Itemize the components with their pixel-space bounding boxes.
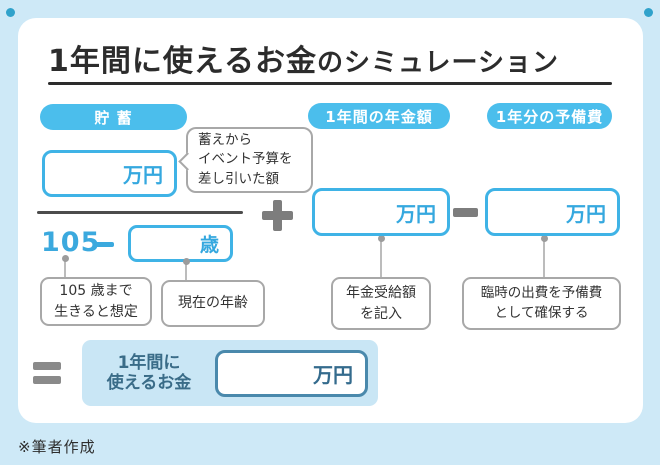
note-reserve: 臨時の出費を予備費 として確保する bbox=[462, 277, 621, 330]
author-credit: ※筆者作成 bbox=[18, 438, 96, 456]
result-label: 1年間に 使えるお金 bbox=[84, 348, 214, 398]
result-label-line-1: 1年間に bbox=[117, 352, 181, 373]
pill-savings: 貯 蓄 bbox=[40, 104, 187, 130]
bubble-line-1: 蓄えから bbox=[198, 131, 252, 148]
note-current-age: 現在の年齢 bbox=[161, 280, 265, 327]
savings-unit-label: 万円 bbox=[123, 163, 163, 187]
equals-operator-bottom bbox=[33, 376, 61, 384]
fraction-divider-line bbox=[37, 211, 243, 214]
note-reserve-line-1: 臨時の出費を予備費 bbox=[480, 284, 603, 301]
note-pension-line-1: 年金受給額 bbox=[346, 285, 416, 302]
pension-amount-field: 万円 bbox=[312, 188, 450, 236]
note-life-line-1: 105 歳まで bbox=[59, 283, 133, 300]
pill-pension: 1年間の年金額 bbox=[308, 103, 450, 129]
connector-life-expectancy bbox=[61, 255, 69, 278]
note-reserve-line-2: として確保する bbox=[494, 304, 589, 321]
note-age-text: 現在の年齢 bbox=[178, 295, 248, 312]
decor-dot-left bbox=[6, 8, 15, 17]
note-life-expectancy: 105 歳まで 生きると想定 bbox=[40, 277, 152, 326]
bubble-line-3: 差し引いた額 bbox=[198, 170, 279, 187]
minus-operator bbox=[453, 208, 478, 217]
title-underline bbox=[48, 82, 612, 85]
result-label-line-2: 使えるお金 bbox=[106, 373, 192, 393]
life-expectancy-value: 105 bbox=[41, 227, 101, 258]
page-title: 1年間に使えるお金のシミュレーション bbox=[48, 36, 614, 82]
result-amount-field: 万円 bbox=[215, 350, 368, 397]
savings-amount-field: 万円 bbox=[42, 150, 177, 197]
age-unit-label: 歳 bbox=[199, 234, 219, 256]
note-pension-line-2: を記入 bbox=[360, 305, 402, 322]
plus-operator-vertical bbox=[273, 200, 282, 231]
savings-bubble-note: 蓄えから イベント予算を 差し引いた額 bbox=[186, 127, 313, 193]
pension-unit-label: 万円 bbox=[396, 201, 436, 226]
page-title-main: 1年間に使えるお金 bbox=[48, 44, 317, 79]
pill-reserve: 1年分の予備費 bbox=[487, 103, 612, 129]
connector-current-age bbox=[182, 258, 190, 281]
result-unit-label: 万円 bbox=[313, 363, 353, 387]
current-age-field: 歳 bbox=[128, 225, 233, 262]
reserve-unit-label: 万円 bbox=[566, 201, 606, 226]
note-pension: 年金受給額 を記入 bbox=[331, 277, 431, 330]
decor-dot-right bbox=[644, 8, 653, 17]
connector-pension bbox=[377, 235, 385, 278]
minus-operator-blue bbox=[93, 242, 114, 247]
bubble-line-2: イベント予算を bbox=[198, 151, 293, 168]
reserve-amount-field: 万円 bbox=[485, 188, 620, 236]
equals-operator-top bbox=[33, 362, 61, 370]
page-title-suffix: のシミュレーション bbox=[316, 48, 559, 78]
note-life-line-2: 生きると想定 bbox=[54, 303, 138, 320]
connector-reserve bbox=[540, 235, 548, 278]
